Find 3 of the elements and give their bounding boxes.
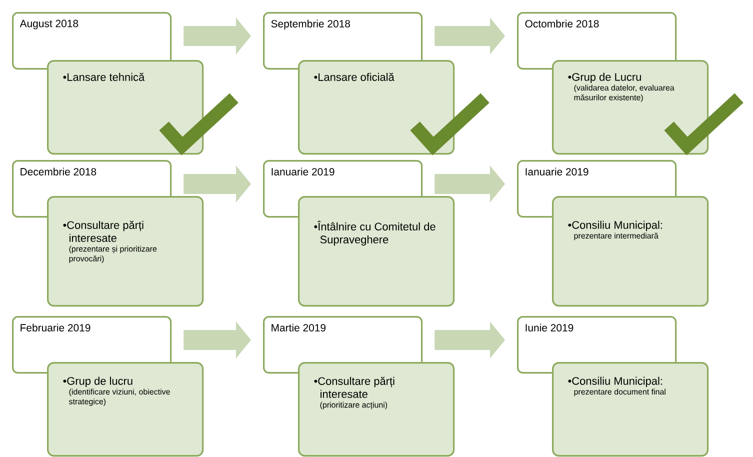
activity-box: •Întâlnire cu Comitetul de Supraveghere (298, 196, 455, 307)
activity-box: •Lansare oficială (298, 60, 455, 155)
activity-box: •Lansare tehnică (47, 60, 204, 155)
